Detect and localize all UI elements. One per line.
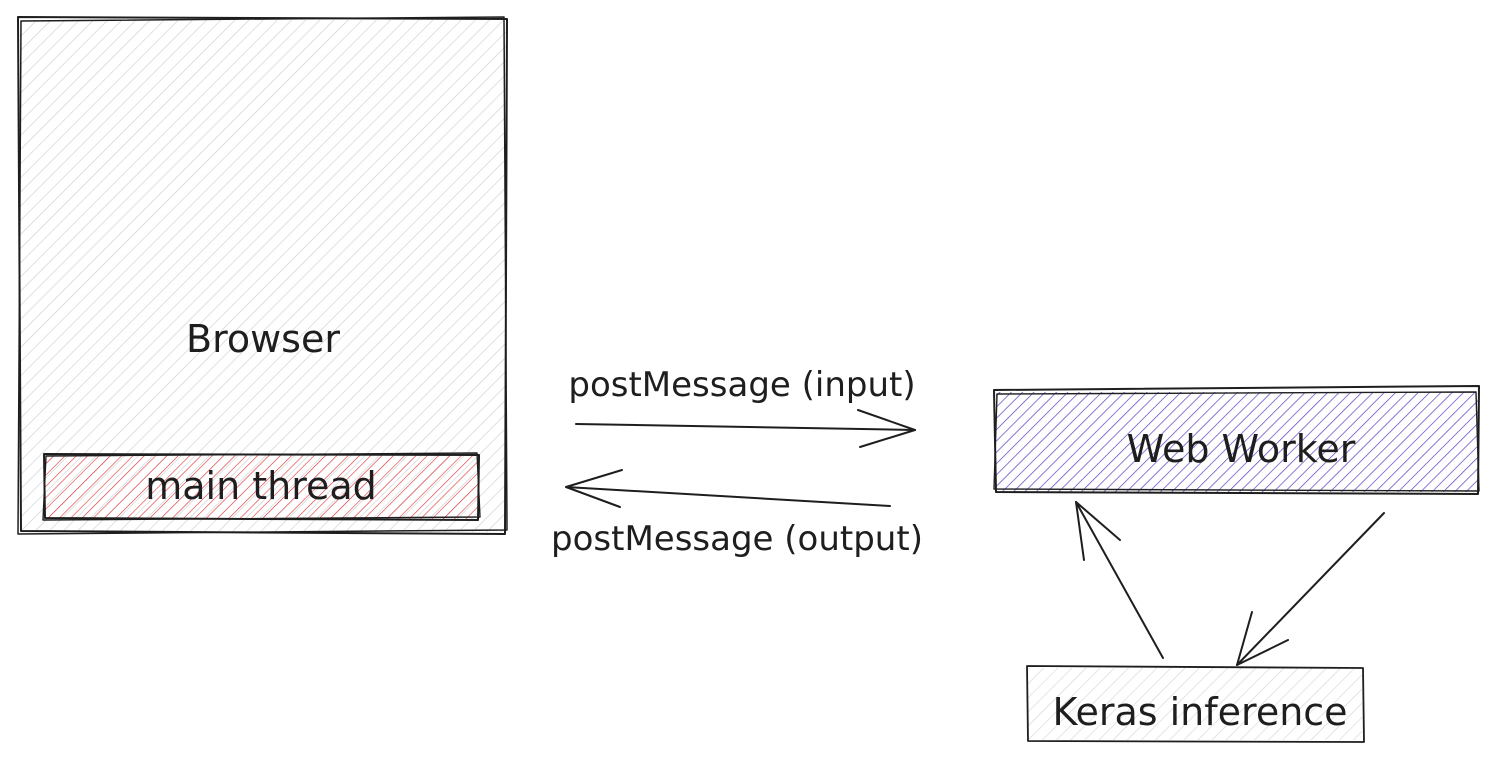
arrow-worker-to-keras-shaft [1236, 512, 1385, 666]
arrow-post-output-head [565, 469, 623, 508]
arrow-post-input-shaft [575, 423, 916, 431]
arrow-post-input: postMessage (input) [568, 365, 916, 448]
main-thread-node: main thread [42, 452, 481, 521]
arrow-worker-to-keras-head [1236, 611, 1289, 666]
web-worker-label: Web Worker [1127, 427, 1356, 471]
arrow-keras-to-worker-shaft [1075, 501, 1164, 659]
browser-box-fill [20, 20, 506, 532]
browser-label: Browser [186, 317, 340, 361]
arrow-post-output-shaft [565, 486, 891, 507]
arrow-post-input-head [857, 409, 916, 448]
arrow-worker-to-keras [1236, 512, 1385, 666]
web-worker-node: Web Worker [993, 385, 1480, 495]
post-output-label: postMessage (output) [551, 519, 923, 559]
main-thread-label: main thread [145, 464, 377, 508]
arrow-keras-to-worker [1075, 501, 1164, 659]
main-thread-box-fill [44, 455, 478, 519]
post-input-label: postMessage (input) [568, 365, 915, 405]
keras-inference-node: Keras inference [1026, 665, 1365, 743]
web-worker-box-fill [996, 392, 1478, 492]
main-thread-box-outline-2 [42, 452, 481, 521]
web-worker-box-outline-2 [993, 391, 1480, 492]
browser-box-outline-2 [17, 16, 508, 535]
browser-node: Browser [17, 16, 508, 535]
keras-inference-label: Keras inference [1052, 690, 1347, 734]
keras-inference-box-outline [1026, 665, 1365, 743]
arrow-keras-to-worker-head [1075, 501, 1121, 561]
keras-inference-box-fill [1028, 668, 1362, 740]
arrow-post-output: postMessage (output) [551, 469, 923, 559]
